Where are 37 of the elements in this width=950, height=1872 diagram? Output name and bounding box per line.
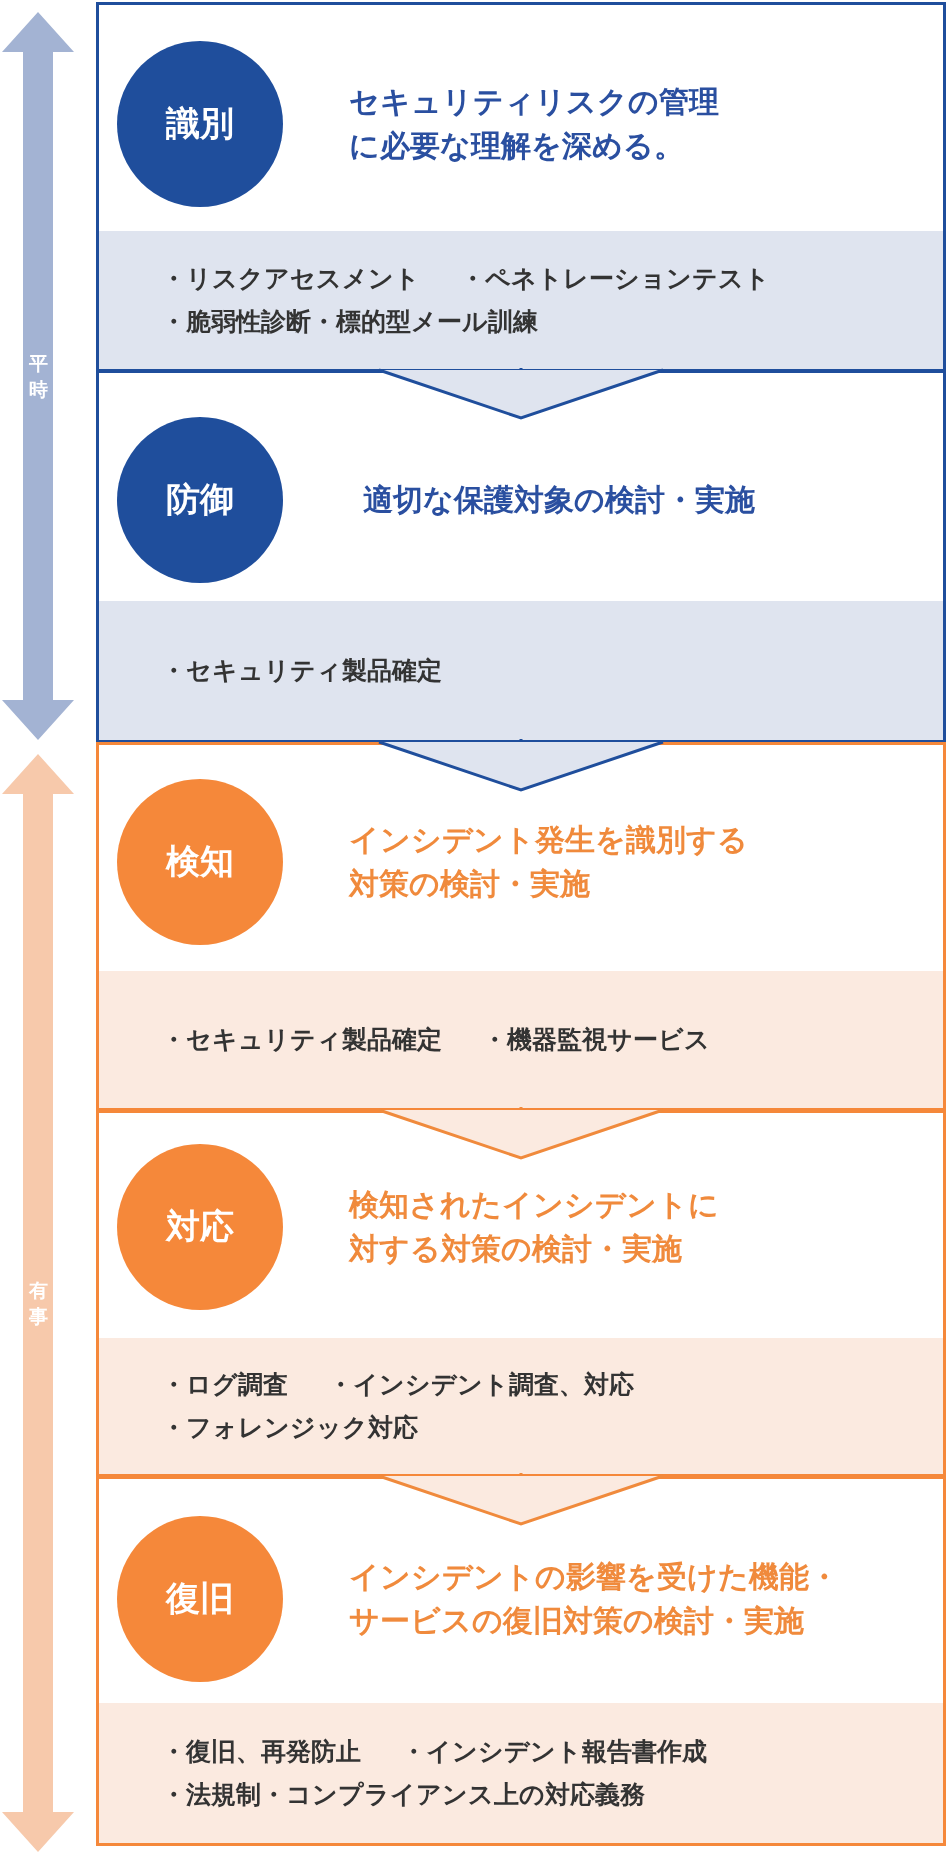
bullet-item: ・復旧、再発防止 <box>161 1736 361 1768</box>
description-text: 適切な保護対象の検討・実施 <box>363 481 756 519</box>
stage-panel <box>96 2 946 372</box>
bullet-item: ・法規制・コンプライアンス上の対応義務 <box>161 1779 645 1811</box>
bullet-item: ・ペネトレーションテスト <box>460 263 770 295</box>
item-band <box>99 231 943 369</box>
stage-circle: 識別 <box>117 41 283 207</box>
bullet-item: ・フォレンジック対応 <box>161 1412 418 1444</box>
stage-circle: 対応 <box>117 1144 283 1310</box>
item-band <box>99 971 943 1108</box>
stage-panel <box>96 1476 946 1846</box>
stage-panel <box>96 370 946 743</box>
bullet-item: ・ログ調査 <box>161 1369 288 1401</box>
chevron-arrow <box>377 739 665 792</box>
stage-circle: 復旧 <box>117 1516 283 1682</box>
bullet-item: ・リスクアセスメント <box>161 263 420 295</box>
stage-circle: 防御 <box>117 417 283 583</box>
description-text: インシデント発生を識別する対策の検討・実施 <box>349 821 749 903</box>
stage-panel <box>96 742 946 1111</box>
bullet-item: ・インシデント調査、対応 <box>328 1369 634 1401</box>
chevron-arrow <box>377 368 665 420</box>
bullet-item: ・セキュリティ製品確定 <box>161 1024 442 1056</box>
bullet-item: ・機器監視サービス <box>482 1024 710 1056</box>
item-band <box>99 1338 943 1474</box>
item-band <box>99 601 943 740</box>
period-label: 有事 <box>28 1278 48 1329</box>
description-text: インシデントの影響を受けた機能・サービスの復旧対策の検討・実施 <box>349 1558 840 1640</box>
item-band <box>99 1703 943 1843</box>
description-text: 検知されたインシデントに対する対策の検討・実施 <box>349 1186 720 1268</box>
period-label: 平時 <box>28 351 48 402</box>
description-text: セキュリティリスクの管理に必要な理解を深める。 <box>349 83 720 165</box>
bullet-item: ・インシデント報告書作成 <box>401 1736 707 1768</box>
bullet-item: ・標的型メール訓練 <box>311 306 538 338</box>
bullet-item: ・脆弱性診断 <box>161 306 311 338</box>
stage-circle: 検知 <box>117 779 283 945</box>
stage-panel <box>96 1110 946 1477</box>
bullet-item: ・セキュリティ製品確定 <box>161 655 442 687</box>
